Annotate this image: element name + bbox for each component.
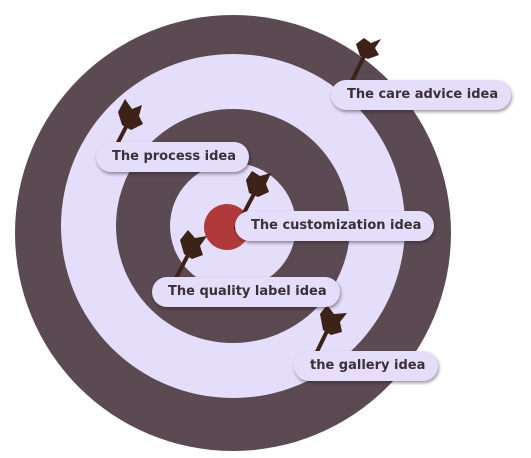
idea-label-process: The process idea <box>96 142 249 172</box>
idea-label-gallery: the gallery idea <box>294 351 439 381</box>
idea-label-care-advice: The care advice idea <box>331 80 512 110</box>
idea-label-quality-label: The quality label idea <box>152 277 340 307</box>
idea-label-customization: The customization idea <box>235 211 435 241</box>
